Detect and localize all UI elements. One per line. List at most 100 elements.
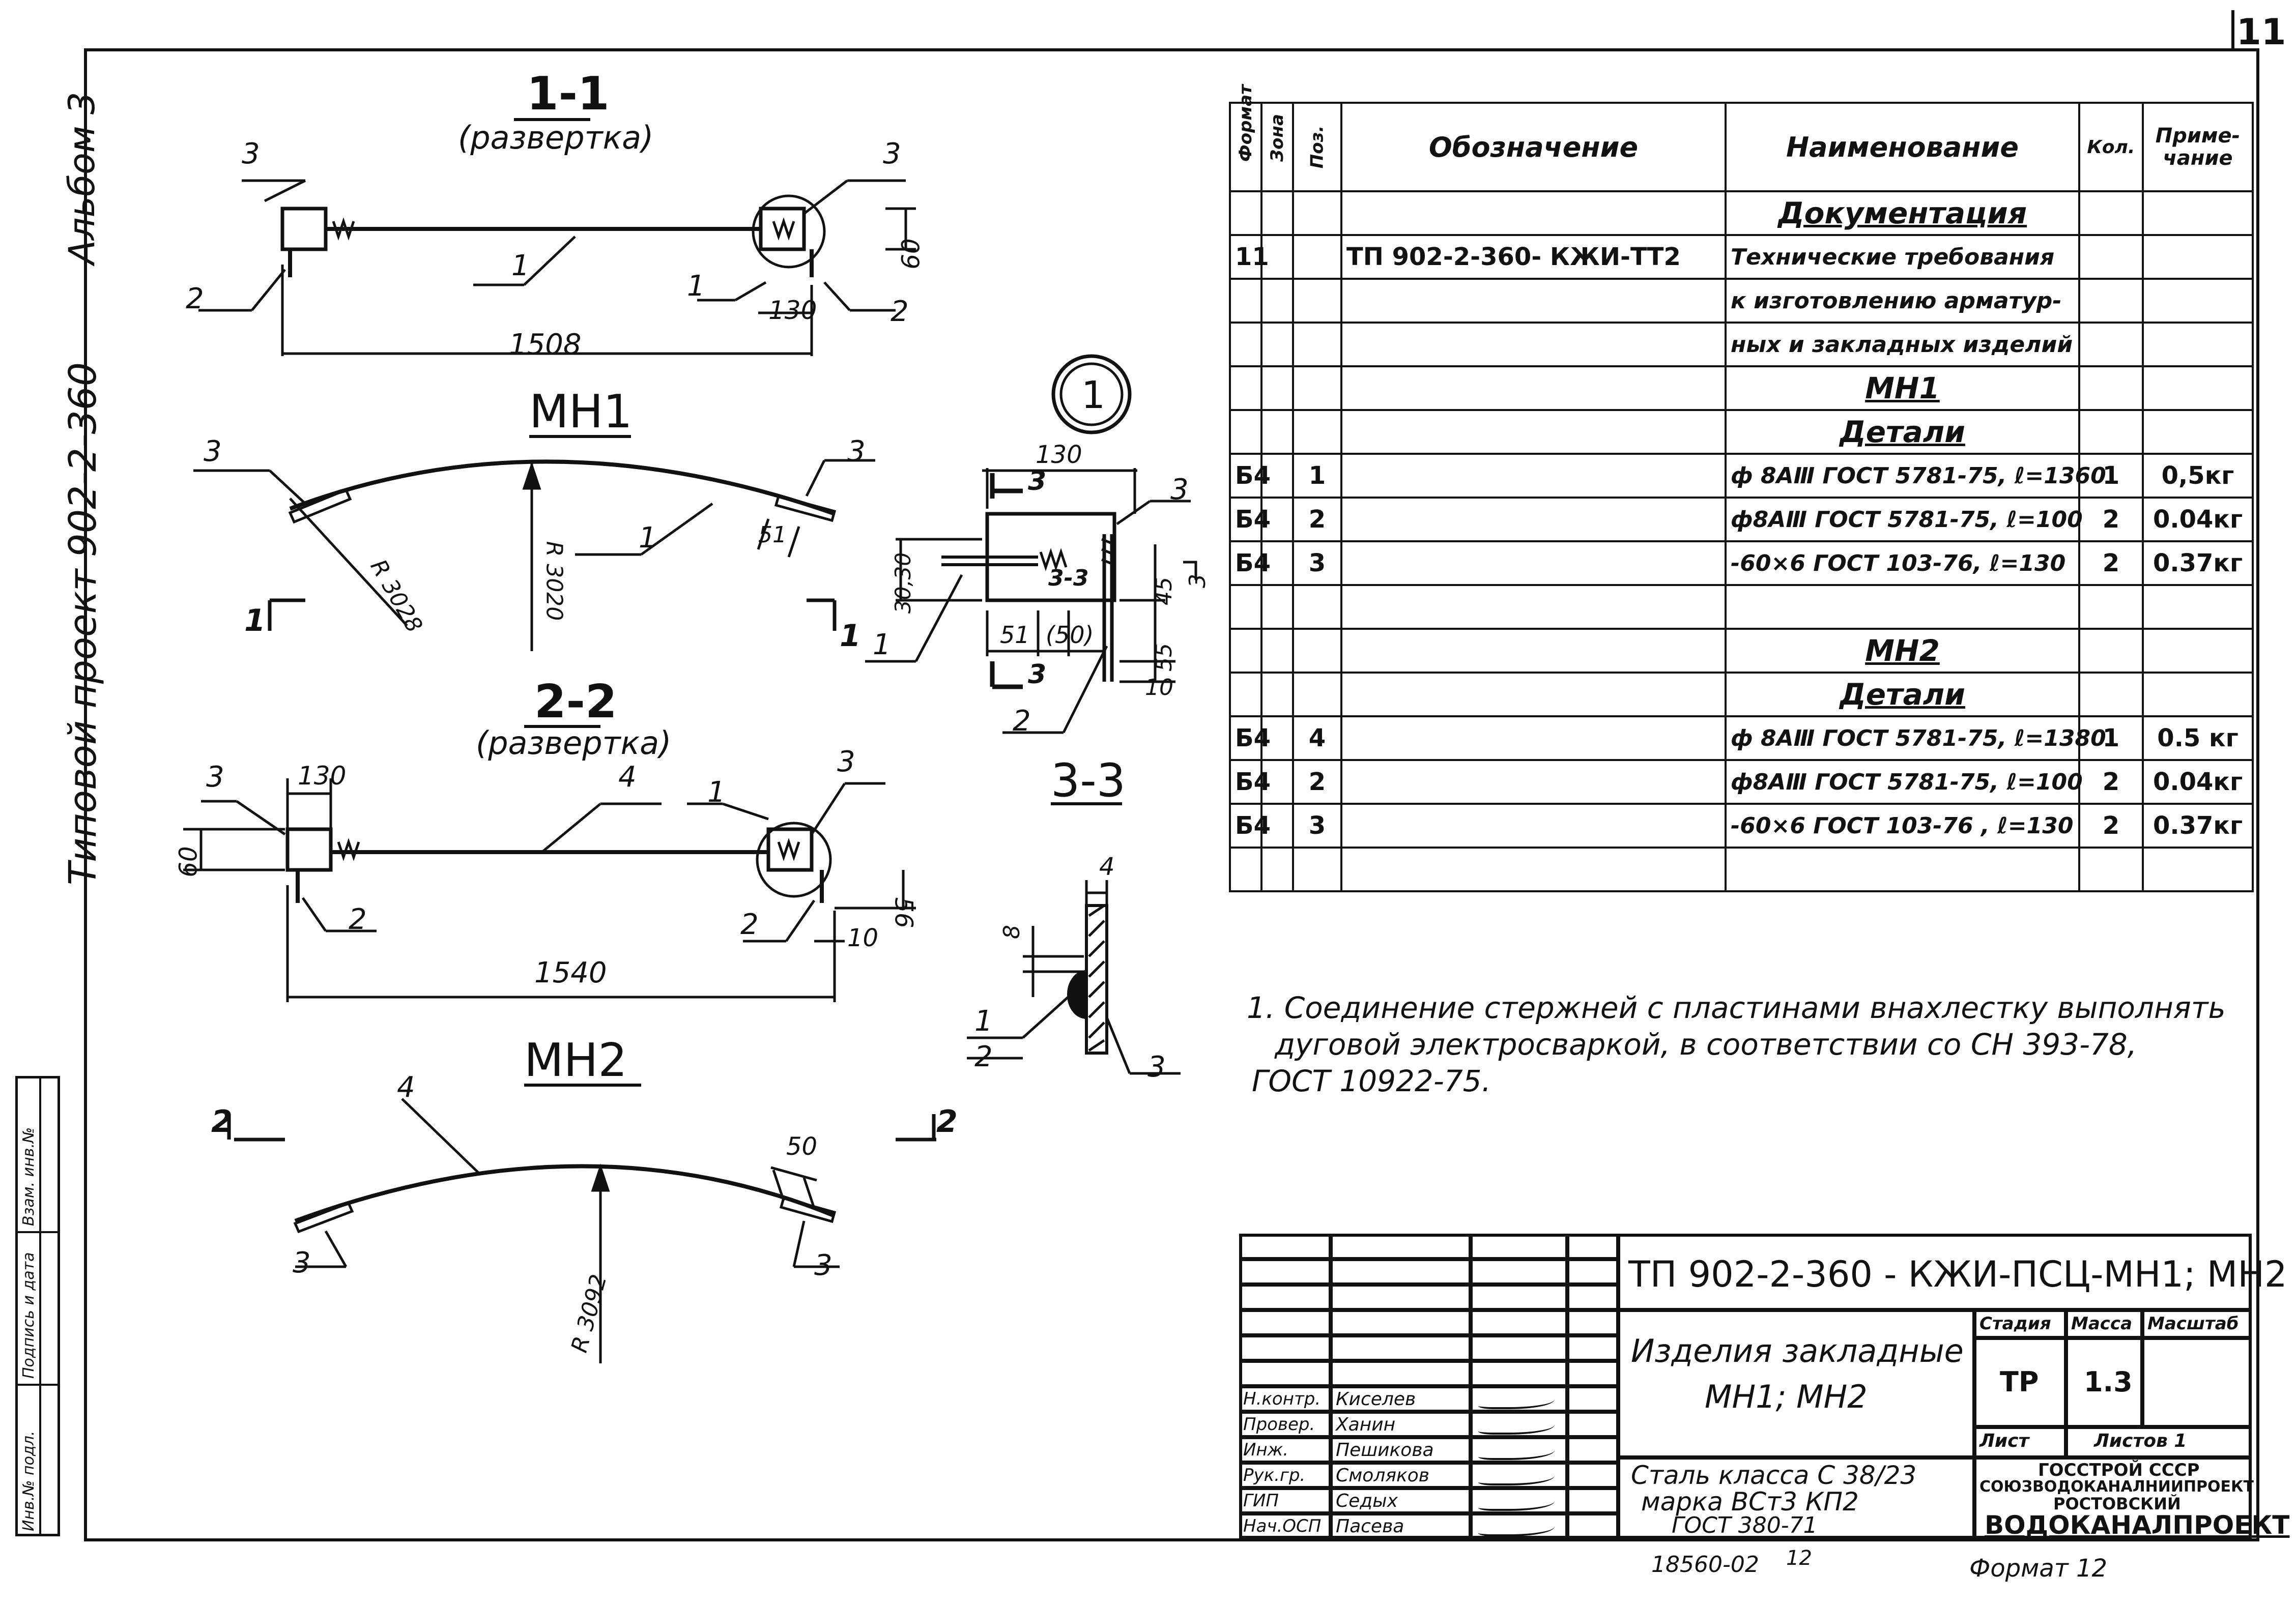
marker-3: 3 (1170, 473, 1189, 506)
marker-3: 3 (883, 137, 901, 170)
cut-marker-1: 1 (244, 603, 266, 638)
section-1-1-subtitle: (развертка) (458, 119, 654, 156)
marker-3: 3 (204, 435, 222, 468)
node-dim-51: 51 (1000, 621, 1030, 649)
cell-name: -60×6 ГОСТ 103-76 , ℓ=130 (1725, 803, 2080, 849)
dim-10: 10 (847, 924, 879, 952)
table-cell (1229, 628, 1262, 674)
cell-zone (1260, 540, 1294, 586)
cell-note (2142, 278, 2254, 324)
cell-qty (2078, 322, 2144, 367)
tb-sheets-h (2066, 1427, 2252, 1457)
tb-sheet-label: Лист (1979, 1431, 2029, 1451)
marker-2: 2 (349, 903, 367, 936)
section-3-3-dim-4: 4 (1099, 853, 1115, 881)
drawing-frame (84, 48, 2259, 1541)
section-heading: Детали (1725, 672, 2080, 717)
cell-pos: 3 (1292, 803, 1342, 849)
table-row: МН2 (1229, 628, 2254, 674)
cell-format (1229, 322, 1262, 367)
tb-item-line1: Изделия закладные (1631, 1332, 1964, 1369)
table-cell (1292, 409, 1342, 455)
cell-qty (2078, 847, 2144, 892)
cell-format (1229, 278, 1262, 324)
tb-role: Инж. (1243, 1440, 1289, 1460)
cell-note (2142, 847, 2254, 892)
cell-designation (1340, 715, 1727, 761)
table-cell (2142, 190, 2254, 236)
cell-designation (1340, 540, 1727, 586)
tb-role: ГИП (1243, 1491, 1279, 1511)
cell-qty: 1 (2078, 453, 2144, 499)
cut-marker-2: 2 (211, 1104, 233, 1140)
tb-person: Пасева (1336, 1516, 1404, 1537)
marker-3: 3 (847, 435, 866, 468)
view-mh2 (227, 1098, 936, 1363)
signature-scribble (1478, 1418, 1555, 1435)
cell-note: 0.37кг (2142, 540, 2254, 586)
table-cell (2078, 190, 2144, 236)
table-cell (1229, 409, 1262, 455)
tb-row-line (1239, 1437, 1618, 1463)
cell-format: Б4 (1229, 540, 1271, 586)
cell-format: Б4 (1229, 453, 1271, 499)
cell-qty: 2 (2078, 497, 2144, 542)
radius-3020: R 3020 (541, 541, 567, 621)
cell-format (1229, 584, 1262, 630)
cell-format (1229, 847, 1262, 892)
tb-stage: ТР (2000, 1366, 2039, 1398)
col-format: Формат (1229, 84, 1262, 192)
table-cell (1340, 628, 1727, 674)
marker-1: 1 (511, 249, 530, 282)
table-cell (1260, 409, 1294, 455)
mh1-title: МН1 (529, 385, 633, 439)
col-qty: Кол. (2078, 102, 2144, 192)
table-cell (2078, 409, 2144, 455)
node-marker-3: 3 (1028, 466, 1047, 497)
cell-note (2142, 584, 2254, 630)
node-3-3-ref: 3-3 (1048, 565, 1089, 591)
cell-zone (1260, 278, 1294, 324)
cell-zone (1260, 803, 1294, 849)
cell-qty (2078, 584, 2144, 630)
cell-designation (1340, 803, 1727, 849)
table-row (1229, 847, 2254, 892)
cell-name (1725, 847, 2080, 892)
note-line: дуговой электросваркой, в соответствии с… (1275, 1027, 2137, 1062)
tb-row-line (1239, 1386, 1618, 1412)
view-section-3-3 (967, 802, 1181, 1075)
cell-name: ф8АⅢ ГОСТ 5781-75, ℓ=100 (1725, 497, 2083, 542)
cell-format: Б4 (1229, 497, 1271, 542)
node-dim-10: 10 (1145, 675, 1173, 701)
table-cell (1340, 409, 1727, 455)
cell-zone (1260, 497, 1294, 542)
table-cell (2078, 672, 2144, 717)
tb-material-line2: марка ВСт3 КП2 (1641, 1487, 1859, 1516)
node-1-label: 1 (1081, 373, 1106, 417)
table-row: ных и закладных изделий (1229, 322, 2254, 367)
cell-note (2142, 234, 2254, 280)
marker-2: 2 (1013, 705, 1031, 738)
marker-1: 1 (687, 270, 705, 303)
tb-person: Седых (1336, 1491, 1398, 1511)
cell-format: 11 (1229, 234, 1269, 280)
cell-name: ных и закладных изделий (1725, 322, 2080, 367)
cell-designation (1340, 759, 1727, 805)
tb-sheet-h (1974, 1427, 2066, 1457)
cell-name: к изготовлению арматур- (1725, 278, 2080, 324)
tb-material-line3: ГОСТ 380-71 (1672, 1512, 1818, 1538)
view-mh1 (193, 459, 875, 651)
dim-1540: 1540 (534, 956, 607, 989)
tb-org-line: РОСТОВСКИЙ (2053, 1494, 2181, 1513)
tb-row-line (1239, 1361, 1618, 1386)
cell-pos (1292, 322, 1342, 367)
cell-note: 0,5кг (2142, 453, 2254, 499)
table-cell (2142, 672, 2254, 717)
section-heading: Детали (1725, 409, 2080, 455)
cell-qty: 1 (2078, 715, 2144, 761)
cell-designation (1340, 497, 1727, 542)
